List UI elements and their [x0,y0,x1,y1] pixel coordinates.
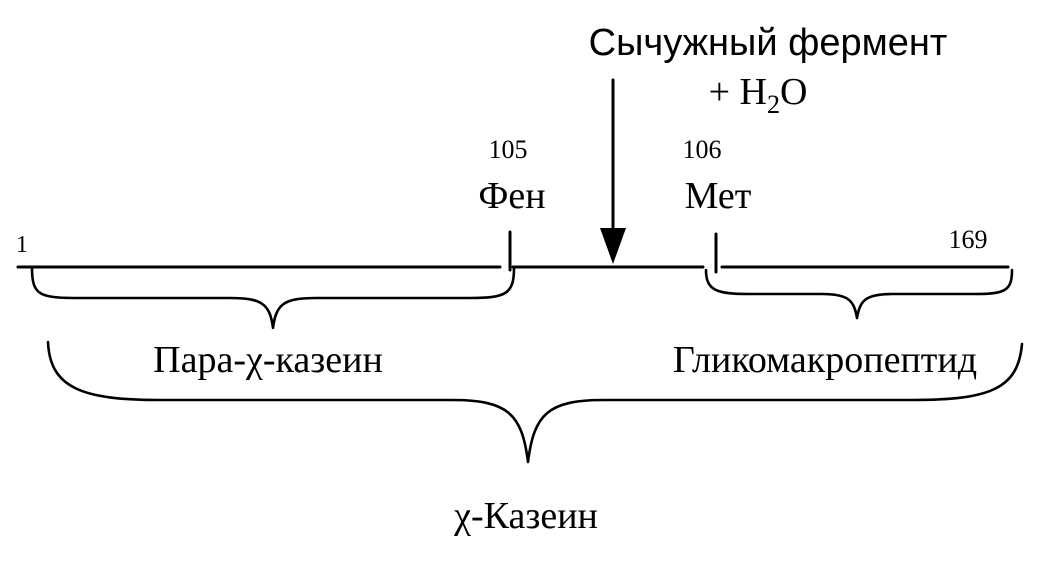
enzyme-label: Сычужный фермент [589,22,948,64]
kappa-casein-brace [46,340,1024,464]
para-casein-brace [30,266,516,330]
kappa-casein-label: χ-Казеин [453,495,598,537]
glycomacropeptide-brace [704,268,1014,320]
residue-105-name: Фен [478,175,545,217]
water-suffix: O [780,71,807,113]
water-subscript: 2 [767,90,780,119]
para-casein-label: Пара-χ-казеин [153,339,383,381]
residue-106-name: Мет [685,175,752,217]
chain-start-number: 1 [16,232,28,258]
residue-106-number: 106 [683,135,722,164]
glycomacropeptide-label: Гликомакропептид [673,339,977,381]
cleavage-arrow-head [600,228,626,264]
residue-105-number: 105 [489,135,528,164]
chain-end-number: 169 [949,225,988,254]
water-label: + H2O [709,71,808,119]
water-prefix: + H [709,71,767,113]
